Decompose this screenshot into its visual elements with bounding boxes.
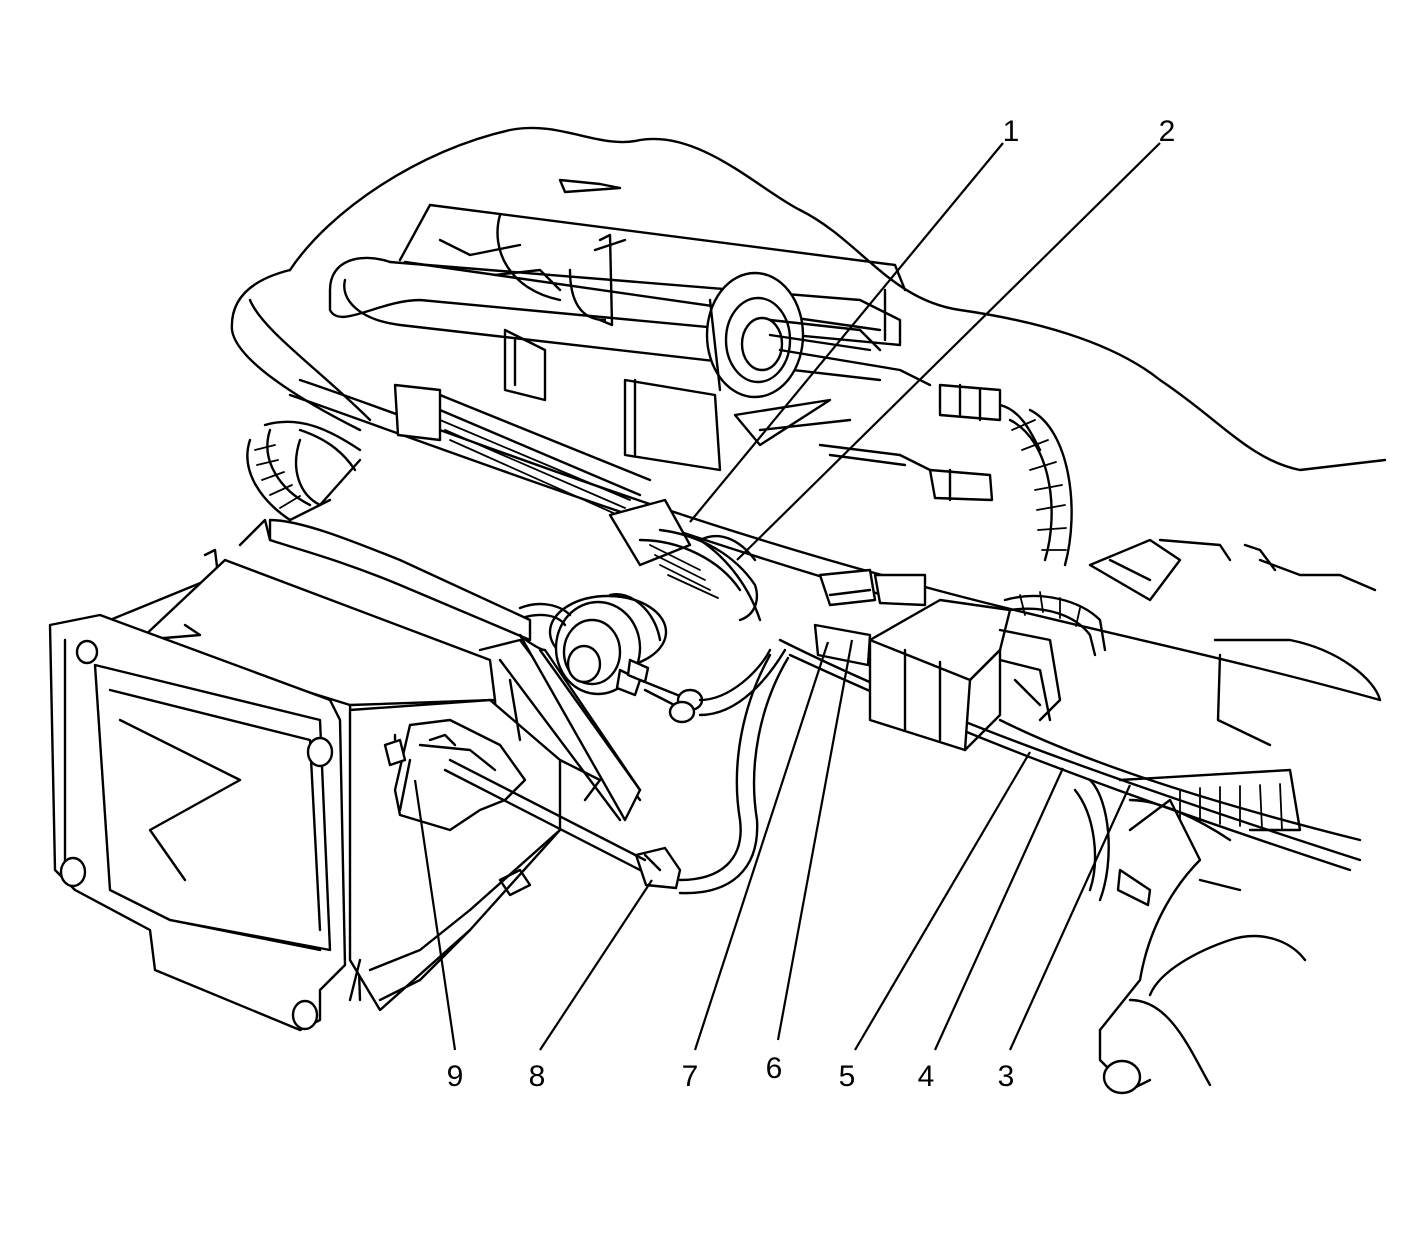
relay-connector-block [813,568,1062,752]
leader-4 [933,767,1065,1051]
callout-1: 1 [1003,115,1020,148]
callout-9: 9 [447,1060,464,1093]
lower-right-connector [818,443,994,502]
hvac-case [108,518,642,1012]
leader-7 [693,641,830,1051]
leader-5 [854,751,1031,1051]
corrugated-harness-right [1003,408,1107,657]
leader-2 [736,142,1161,561]
callout-5: 5 [839,1060,856,1093]
callout-6: 6 [766,1052,783,1085]
callout-2: 2 [1159,115,1176,148]
vacuum-hose [634,653,790,895]
blower-connector [938,383,1042,452]
callout-3: 3 [998,1060,1015,1093]
leader-6 [776,639,854,1041]
mode-actuator [383,718,647,872]
air-inlet-frame [48,613,347,1032]
right-bracket [1088,538,1277,602]
upper-duct-assembly [328,178,932,472]
lower-right-duct [1073,778,1307,1095]
leader-3 [1008,784,1132,1051]
callout-7: 7 [682,1060,699,1093]
vacuum-actuator [518,593,787,724]
callout-labels: 1 2 3 4 5 6 7 8 9 [447,115,1176,1093]
leader-1 [689,142,1004,523]
callout-8: 8 [529,1060,546,1093]
callout-4: 4 [918,1060,935,1093]
harness-splice [608,498,762,622]
instrument-panel-outline [230,126,1387,747]
leader-8 [539,879,653,1051]
corrugated-harness-left [246,420,362,522]
leader-lines [413,142,1161,1051]
leader-9 [413,779,457,1051]
